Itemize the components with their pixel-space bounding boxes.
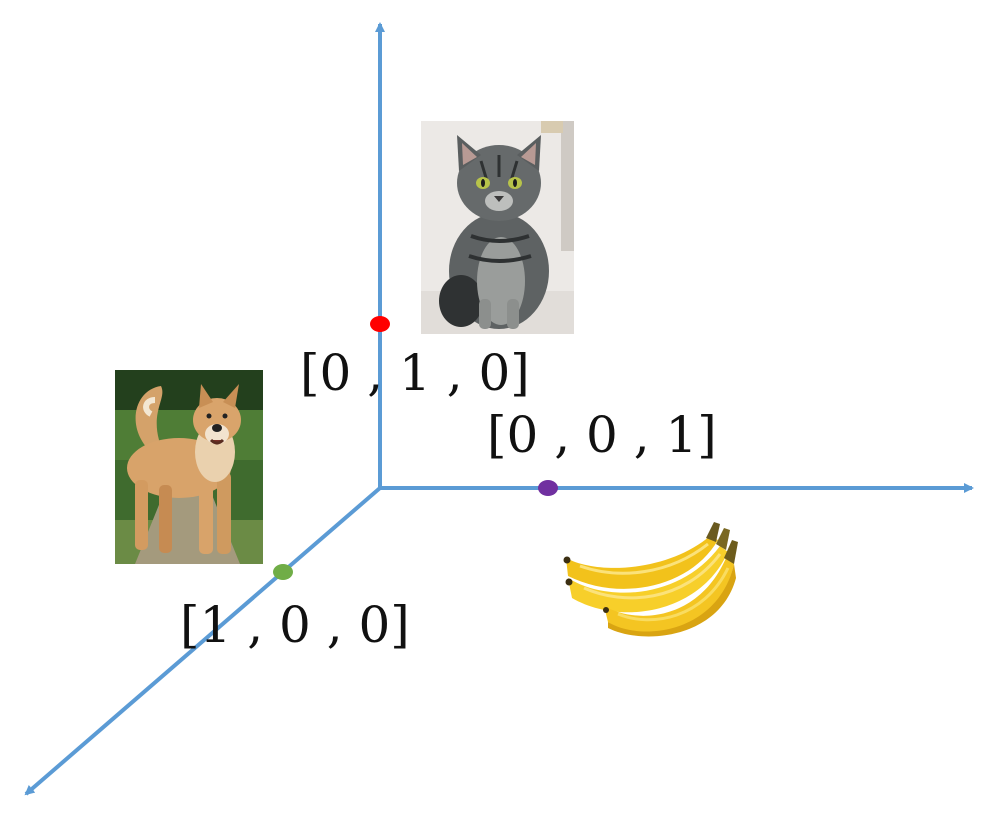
banana-point (538, 480, 558, 496)
dog-point (273, 564, 293, 580)
x-axis (24, 486, 382, 796)
dog-vector-label: [1 , 0 , 0] (180, 596, 410, 654)
cat-photo (421, 121, 574, 334)
banana-vector-label: [0 , 0 , 1] (487, 406, 717, 464)
cat-point (370, 316, 390, 332)
banana-photo (563, 522, 738, 637)
dog-photo (115, 370, 263, 564)
cat-vector-label: [0 , 1 , 0] (300, 344, 530, 402)
